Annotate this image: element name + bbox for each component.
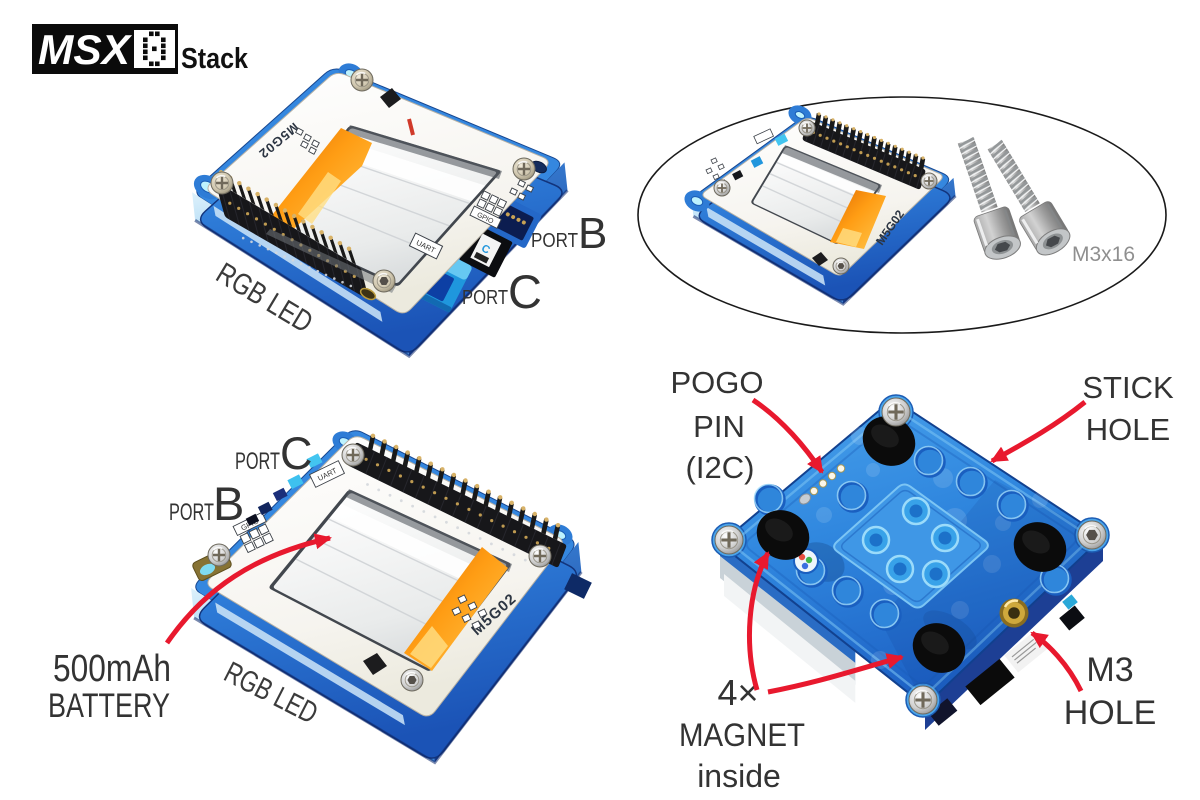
- svg-text:BATTERY: BATTERY: [48, 687, 170, 725]
- svg-text:POGO: POGO: [670, 365, 763, 400]
- svg-text:M3x16: M3x16: [1072, 243, 1135, 266]
- svg-text:PORT: PORT: [531, 230, 578, 252]
- svg-text:PORT: PORT: [235, 448, 280, 475]
- svg-text:C: C: [280, 428, 313, 479]
- svg-text:(I2C): (I2C): [686, 450, 755, 485]
- svg-text:M3: M3: [1086, 651, 1133, 689]
- svg-text:Stack: Stack: [181, 43, 249, 75]
- svg-text:PIN: PIN: [693, 409, 745, 444]
- svg-text:MAGNET: MAGNET: [679, 717, 805, 753]
- svg-text:HOLE: HOLE: [1086, 412, 1170, 447]
- svg-text:B: B: [578, 209, 607, 258]
- svg-text:B: B: [213, 477, 244, 530]
- svg-text:STICK: STICK: [1082, 370, 1174, 405]
- svg-text:C: C: [508, 265, 542, 318]
- svg-text:PORT: PORT: [462, 287, 508, 309]
- svg-text:MSX: MSX: [38, 26, 133, 73]
- svg-text:PORT: PORT: [169, 499, 214, 526]
- svg-text:HOLE: HOLE: [1064, 694, 1157, 732]
- svg-text:500mAh: 500mAh: [53, 648, 171, 690]
- svg-text:inside: inside: [697, 758, 781, 794]
